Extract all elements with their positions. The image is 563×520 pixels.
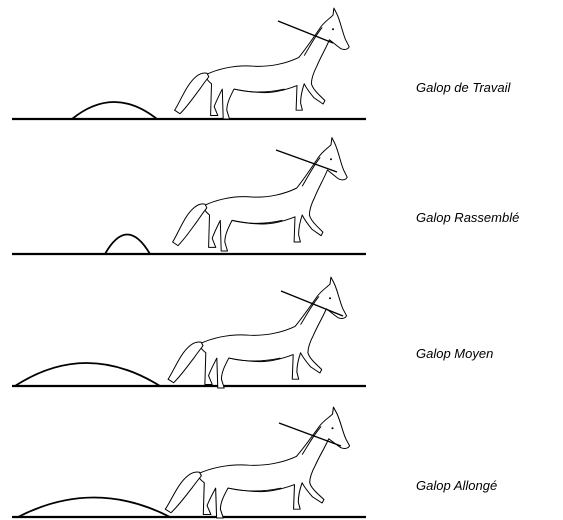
rein-line: [277, 20, 334, 44]
stride-arc: [14, 362, 161, 387]
rein-line: [280, 290, 344, 317]
horse-figure: [164, 406, 351, 519]
gait-label: Galop Rassemblé: [416, 210, 519, 225]
horse-figure: [172, 137, 348, 252]
gait-row-2: Galop Rassemblé: [12, 137, 519, 256]
horse-figure: [167, 276, 348, 389]
horse-figure: [174, 7, 350, 120]
gait-row-4: Galop Allongé: [12, 406, 497, 519]
stride-arc: [17, 496, 171, 518]
rein-line: [278, 422, 342, 447]
gait-label: Galop Allongé: [416, 478, 497, 493]
rein-line: [275, 149, 338, 173]
gait-row-1: Galop de Travail: [12, 7, 512, 121]
gait-label: Galop de Travail: [416, 80, 512, 95]
gait-row-3: Galop Moyen: [12, 276, 493, 389]
stride-arc: [71, 101, 158, 120]
stride-arc: [104, 233, 151, 255]
gait-label: Galop Moyen: [416, 346, 493, 361]
